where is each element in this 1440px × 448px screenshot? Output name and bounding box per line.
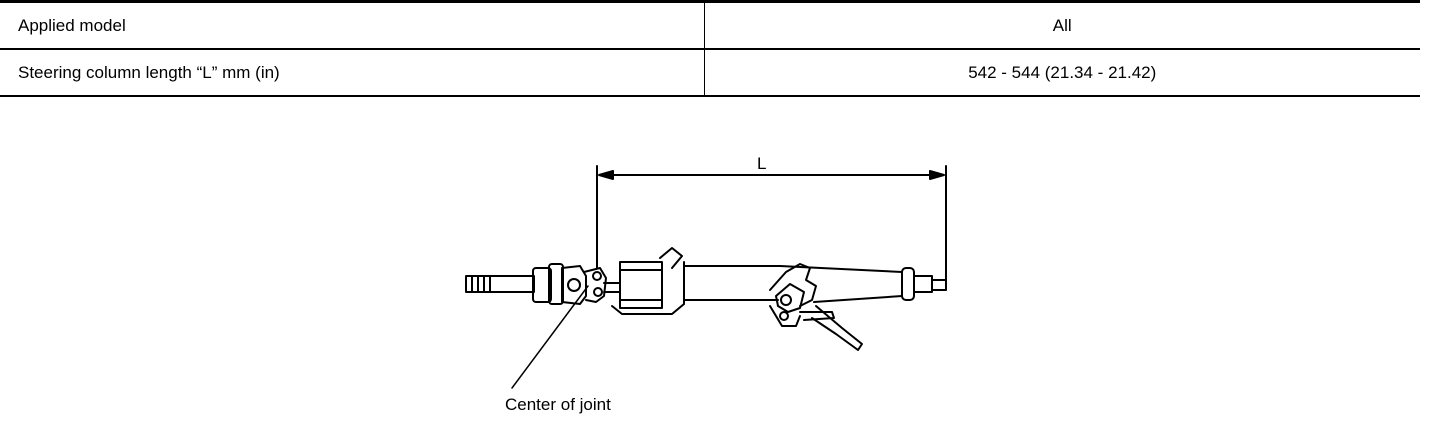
table-row: Steering column length “L” mm (in) 542 -… xyxy=(0,49,1420,96)
column-housing xyxy=(611,247,685,315)
column-tube xyxy=(683,265,903,303)
tilt-mechanism xyxy=(769,263,863,351)
applied-model-value: All xyxy=(704,1,1420,50)
spline-shaft xyxy=(465,275,535,293)
universal-joint xyxy=(532,263,621,305)
dimension-arrow-left xyxy=(598,170,614,180)
table-row: Applied model All xyxy=(0,1,1420,50)
spec-table: Applied model All Steering column length… xyxy=(0,0,1420,97)
dimension-label-l: L xyxy=(757,154,767,173)
applied-model-label: Applied model xyxy=(0,1,705,50)
column-length-label: Steering column length “L” mm (in) xyxy=(0,49,705,96)
column-length-value: 542 - 544 (21.34 - 21.42) xyxy=(968,62,1157,82)
upper-shaft-end xyxy=(901,267,947,301)
center-of-joint-leader xyxy=(511,285,589,389)
center-of-joint-callout: Center of joint xyxy=(505,395,611,414)
dimension-arrow-right xyxy=(929,170,945,180)
